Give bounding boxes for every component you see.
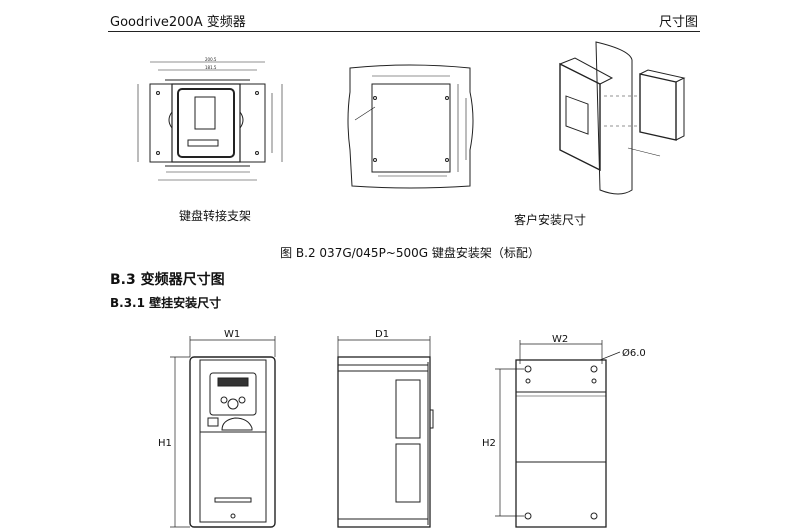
svg-text:200.5: 200.5 bbox=[205, 57, 217, 62]
keyboard-bracket-drawing: 200.5 181.5 bbox=[137, 57, 283, 181]
side-view-drawing bbox=[337, 336, 434, 528]
h2-label: H2 bbox=[482, 438, 496, 449]
customer-installation-drawing bbox=[347, 64, 474, 189]
figure-caption: 图 B.2 037G/045P~500G 键盘安装架（标配） bbox=[280, 246, 540, 260]
subsection-heading: B.3.1 壁挂安装尺寸 bbox=[110, 296, 222, 310]
front-view-drawing bbox=[170, 336, 276, 528]
back-view-drawing bbox=[495, 340, 621, 528]
section-heading: B.3 变频器尺寸图 bbox=[110, 272, 225, 288]
keyboard-bracket-caption: 键盘转接支架 bbox=[178, 209, 251, 223]
hole-diameter-label: Ø6.0 bbox=[622, 347, 646, 359]
w2-label: W2 bbox=[552, 334, 568, 345]
w1-label: W1 bbox=[224, 329, 240, 340]
document-title: Goodrive200A 变频器 bbox=[110, 15, 246, 30]
svg-text:181.5: 181.5 bbox=[205, 65, 217, 70]
section-label: 尺寸图 bbox=[658, 15, 698, 30]
d1-label: D1 bbox=[375, 329, 389, 340]
header-divider bbox=[108, 31, 700, 32]
installation-caption: 客户安装尺寸 bbox=[513, 213, 586, 227]
isometric-assembly-drawing bbox=[559, 41, 686, 195]
h1-label: H1 bbox=[158, 438, 172, 449]
